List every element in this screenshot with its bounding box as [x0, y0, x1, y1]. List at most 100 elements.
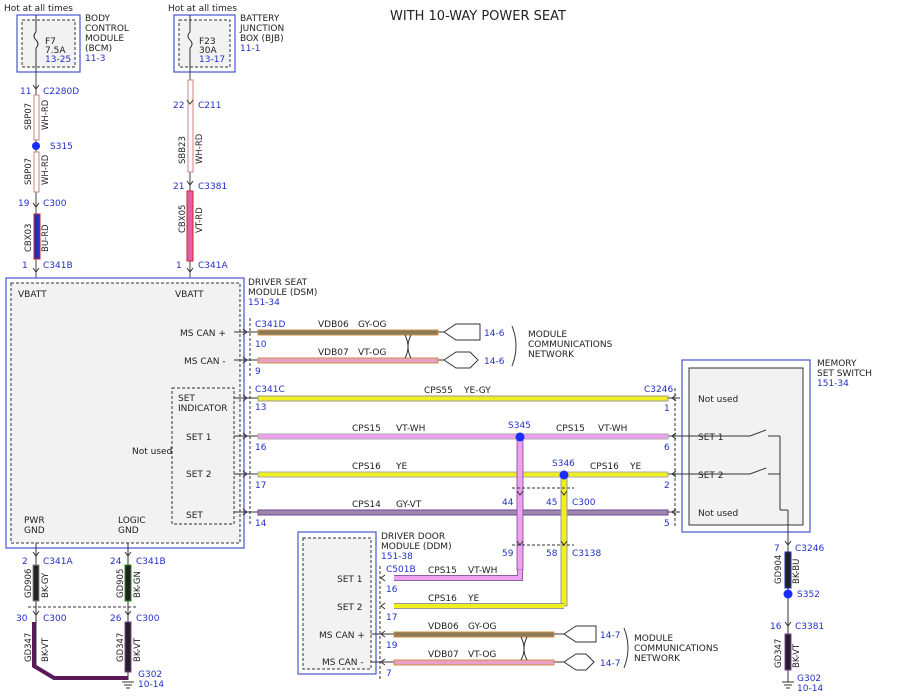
connector-chevron-icon: [516, 490, 524, 496]
wire-ye-gy: [257, 395, 669, 402]
pin-19: 19: [18, 199, 30, 209]
main-circuit-cps55: CPS55: [424, 386, 453, 396]
main-set-wires: CPS55 YE-GY C3246 1 CPS15 VT-WH CPS15 VT…: [234, 385, 680, 529]
ddm-color-vt-og: VT-OG: [468, 650, 496, 660]
left-feed-wire: 11 C2280D S315 19 C300 1 C341B SBP07 WH-…: [18, 72, 79, 278]
ground-icon-left: [122, 681, 134, 689]
wire-wh-rd-1: [33, 94, 40, 141]
splice-s345-icon: [515, 432, 525, 442]
color-wh-rd-b: WH-RD: [41, 154, 51, 185]
dsm-outer-box: [5, 277, 245, 549]
fuse-icon-bjb: [187, 31, 193, 49]
drop-wire-vt-wh: [516, 437, 524, 571]
connector-chevron-icon: [186, 267, 194, 273]
pin-45: 45: [546, 498, 557, 508]
hot-label-bcm: Hot at all times: [4, 4, 73, 14]
right-feed-wire: 22 C211 21 C3381 1 C341A SBB23 WH-RD CBX…: [173, 72, 228, 278]
ddm-wire-vt-og: [393, 659, 555, 666]
main-circuit-cps16: CPS16: [352, 462, 381, 472]
circuit-cbx05: CBX05: [178, 205, 188, 233]
ddm-network-label-2: COMMUNICATIONS: [634, 644, 719, 654]
ddm-ms-can-plus: MS CAN +: [319, 631, 365, 641]
conn-c2280d: C2280D: [43, 87, 79, 97]
connector-chevron-icon: [516, 540, 524, 546]
main-color-ye: YE: [395, 462, 407, 472]
ddm-set1: SET 1: [337, 575, 362, 585]
left-ground: 2 C341A 24 C341B 30 C300 26 C300 GD906 B…: [16, 543, 166, 690]
color-bk-bu: BK-BU: [792, 559, 802, 584]
ddm-ref: 151-38: [381, 552, 413, 562]
circuit-gd347-right: GD347: [774, 639, 784, 668]
twisted-pair-icon: [520, 636, 528, 661]
pin-1-c3246: 1: [664, 404, 670, 414]
wire-bk-vt-left: [32, 622, 128, 680]
ddm-circuit-cps15: CPS15: [428, 566, 457, 576]
splice-s352-label: S352: [797, 590, 820, 600]
dsm-can-bus: VDB06 GY-OG VDB07 VT-OG 14-6 14-6 MODULE…: [234, 320, 613, 369]
ddm-outer-box: [297, 531, 377, 675]
memory-ref: 151-34: [817, 379, 849, 389]
circuit-gd347-b: GD347: [116, 633, 126, 662]
can-color-vt-og: VT-OG: [358, 348, 386, 358]
connector-chevron-icon: [242, 508, 248, 516]
connector-chevron-icon: [242, 432, 248, 440]
network-arrow-icon: [443, 323, 481, 341]
conn-c300-drop: C300: [572, 498, 596, 508]
circuit-gd347-a: GD347: [24, 633, 34, 662]
ground-g302-right: G302: [797, 674, 821, 684]
bcm-label-1: BODY: [85, 14, 111, 24]
dsm-set: SET: [186, 511, 203, 521]
conn-c3381-gnd: C3381: [795, 622, 824, 632]
conn-c211: C211: [198, 101, 221, 111]
bjb-fuse-block: Hot at all times F23 30A 13-17 BATTERY J…: [168, 4, 284, 73]
conn-c300-gnd-left: C300: [43, 614, 67, 624]
memory-label-1: MEMORY: [817, 359, 857, 369]
connector-chevron-icon: [186, 180, 194, 186]
splice-s315-label: S315: [50, 142, 73, 152]
pin-11: 11: [20, 87, 31, 97]
wire-bk-vt-mid: [124, 621, 132, 673]
ddm-pin-16: 16: [386, 585, 398, 595]
pin-1-left: 1: [22, 261, 28, 271]
main-circuit-cps15-b: CPS15: [556, 424, 585, 434]
conn-c3138: C3138: [572, 549, 601, 559]
ddm-ms-can-minus: MS CAN -: [322, 658, 364, 668]
wire-vt-rd: [186, 190, 194, 262]
dsm-not-used: Not used: [132, 447, 172, 457]
ddm-wire-gy-og: [393, 631, 555, 638]
bjb-label-2: JUNCTION: [239, 24, 284, 34]
pin-2-c3246: 2: [664, 481, 670, 491]
bcm-ref: 11-3: [85, 54, 105, 64]
fuse-id-bcm: F7: [45, 37, 56, 47]
main-circuit-cps16-b: CPS16: [590, 462, 619, 472]
connector-chevron-icon: [560, 490, 568, 496]
dsm-logic-gnd-1: LOGIC: [118, 516, 146, 526]
conn-c3381: C3381: [198, 182, 227, 192]
circuit-sbp07-b: SBP07: [24, 158, 34, 185]
pin-6-c3246: 6: [664, 443, 670, 453]
fuse-ref-bjb: 13-17: [199, 55, 225, 65]
wire-vt-og: [257, 357, 439, 364]
connector-chevron-icon: [32, 551, 40, 557]
fuse-rating-bcm: 7.5A: [45, 46, 66, 56]
can-circuit-vdb07: VDB07: [318, 348, 349, 358]
main-circuit-cps14: CPS14: [352, 500, 381, 510]
dsm-inner-box: [10, 282, 241, 544]
pin-26-gnd: 26: [110, 614, 122, 624]
wire-bk-gy: [32, 564, 40, 602]
conn-c341a: C341A: [198, 261, 228, 271]
conn-c341c: C341C: [255, 385, 285, 395]
splice-s315-icon: [32, 142, 40, 150]
dsm-module: VBATT VBATT DRIVER SEAT MODULE (DSM) 151…: [5, 277, 317, 549]
pin-13: 13: [255, 403, 266, 413]
pin-1-right: 1: [176, 261, 182, 271]
conn-c300: C300: [43, 199, 67, 209]
fuse-rating-bjb: 30A: [199, 46, 217, 56]
network-label-1: MODULE: [528, 330, 567, 340]
pin-14: 14: [255, 519, 267, 529]
memory-set2: SET 2: [698, 471, 723, 481]
color-wh-rd-bjb: WH-RD: [195, 133, 205, 164]
bcm-fuse-block: Hot at all times F7 7.5A 13-25 BODY CONT…: [4, 4, 129, 73]
bcm-inner-box: [21, 19, 76, 68]
connector-chevron-icon: [242, 470, 248, 478]
